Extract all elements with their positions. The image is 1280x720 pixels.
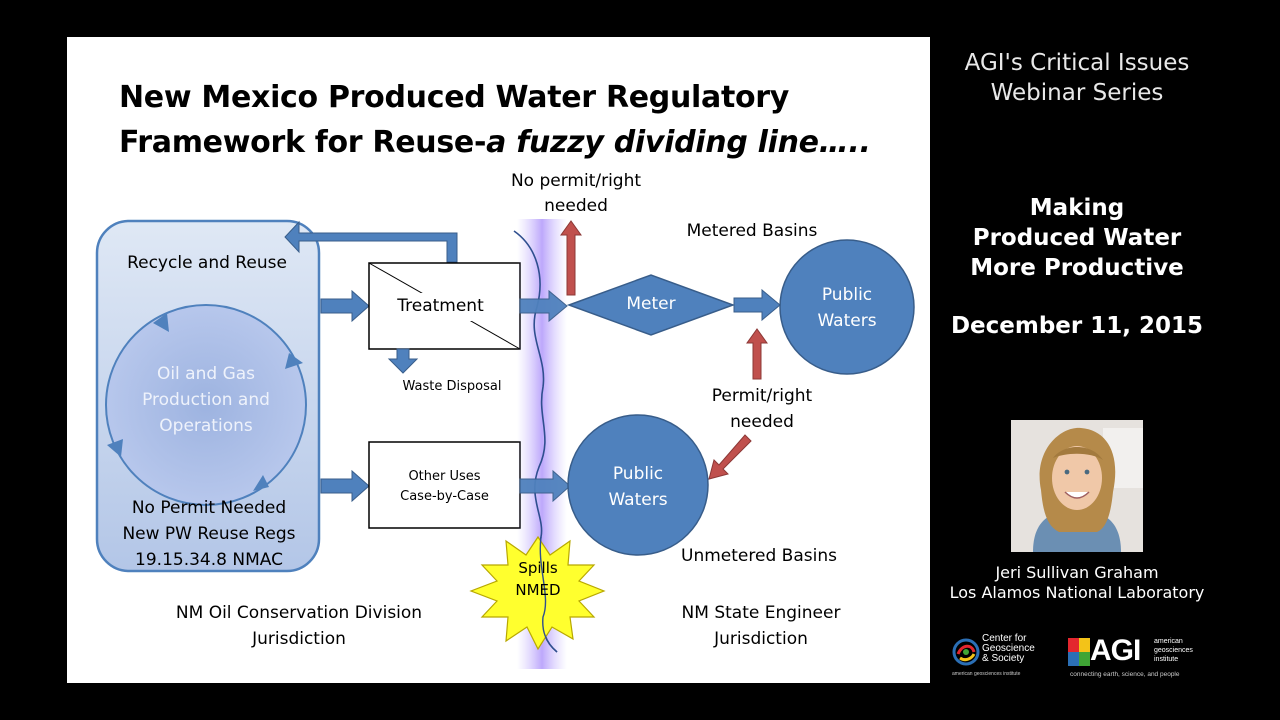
topic-line-3: More Productive <box>970 255 1184 281</box>
cycle-circle <box>105 304 307 506</box>
ccs-logo: Center for Geoscience & Society american… <box>952 634 1050 682</box>
public-waters-lower-line-1: Public <box>612 464 664 484</box>
permit-right-line-1: Permit/right <box>711 386 813 406</box>
public-waters-upper-line-1: Public <box>821 285 873 305</box>
agi-line-2: geosciences <box>1154 647 1193 654</box>
boundary-line-over-star <box>539 536 558 653</box>
ccs-logo-text: Center for Geoscience & Society <box>982 634 1035 664</box>
spills-label: Spills NMED <box>498 557 578 601</box>
red-arrow-no-permit <box>560 220 582 296</box>
presenter-info: Jeri Sullivan Graham Los Alamos National… <box>935 563 1219 603</box>
meter-diamond <box>566 274 736 336</box>
webinar-topic: Making Produced Water More Productive <box>945 193 1209 283</box>
webinar-date: December 11, 2015 <box>950 313 1204 339</box>
ose-line-1: NM State Engineer <box>681 603 841 623</box>
cycle-label-line-3: Operations <box>159 416 253 436</box>
ccs-line-1: Center for <box>982 633 1027 644</box>
diagram-canvas <box>95 219 915 669</box>
waste-disposal-label: Waste Disposal <box>402 379 502 394</box>
other-uses-line-2: Case-by-Case <box>400 489 489 504</box>
no-permit-line-2: New PW Reuse Regs <box>122 524 296 544</box>
topic-line-2: Produced Water <box>972 225 1182 251</box>
presenter-photo <box>1011 420 1143 552</box>
ose-jurisdiction-label: NM State Engineer Jurisdiction <box>659 600 863 652</box>
ccs-line-3: & Society <box>982 653 1025 664</box>
cycle-arrowhead-top <box>153 313 169 332</box>
cycle-arrowhead-bottom <box>253 475 269 491</box>
series-line-1: AGI's Critical Issues <box>964 50 1190 76</box>
presenter-name: Jeri Sullivan Graham <box>995 563 1159 582</box>
permit-right-line-2: needed <box>730 412 794 432</box>
treatment-label-bg <box>385 293 505 321</box>
return-arrow <box>284 220 458 263</box>
title-line-2-plain: Framework for Reuse- <box>119 125 487 160</box>
public-waters-upper-label: Public Waters <box>797 282 897 334</box>
arrow-to-public-waters-lower <box>519 469 571 503</box>
ose-line-2: Jurisdiction <box>714 629 808 649</box>
agi-logo-word: AGI <box>1090 634 1141 667</box>
agi-line-3: institute <box>1154 656 1179 663</box>
presenter-org: Los Alamos National Laboratory <box>949 583 1205 602</box>
treatment-label: Treatment <box>397 296 484 316</box>
unmetered-basins-label: Unmetered Basins <box>681 546 837 566</box>
slide: New Mexico Produced Water Regulatory Fra… <box>67 37 930 683</box>
agi-line-1: american <box>1154 638 1183 645</box>
cycle-label: Oil and Gas Production and Operations <box>117 361 295 439</box>
no-permit-right-line-1: No permit/right <box>510 171 642 191</box>
red-arrow-permit-up <box>746 328 768 380</box>
series-line-2: Webinar Series <box>990 80 1164 106</box>
ocd-line-1: NM Oil Conservation Division <box>175 603 423 623</box>
other-uses-line-1: Other Uses <box>408 469 481 484</box>
topic-line-1: Making <box>1029 195 1125 221</box>
spills-star <box>469 535 606 651</box>
no-permit-right-label: No permit/right needed <box>491 169 661 219</box>
title-line-2: Framework for Reuse-a fuzzy dividing lin… <box>119 120 871 165</box>
slide-title: New Mexico Produced Water Regulatory Fra… <box>119 75 871 165</box>
public-waters-lower <box>567 414 709 556</box>
recycle-reuse-label: Recycle and Reuse <box>127 253 287 273</box>
ccs-logo-mark <box>952 638 980 666</box>
arrow-to-other-uses <box>320 469 370 503</box>
spills-line-2: NMED <box>515 581 561 599</box>
no-permit-right-line-2: needed <box>544 196 608 216</box>
ccs-logo-sub: american geosciences institute <box>952 671 1021 677</box>
cycle-arrowhead-right <box>285 353 303 369</box>
other-uses-label: Other Uses Case-by-Case <box>369 467 520 507</box>
public-waters-upper-line-2: Waters <box>817 311 877 331</box>
title-line-2-italic: a fuzzy dividing line….. <box>486 125 871 160</box>
cycle-arrowhead-left <box>107 439 123 457</box>
cycle-label-line-2: Production and <box>142 390 270 410</box>
ocd-jurisdiction-label: NM Oil Conservation Division Jurisdictio… <box>149 600 449 652</box>
no-permit-line-3: 19.15.34.8 NMAC <box>135 550 283 570</box>
permit-right-label: Permit/right needed <box>687 383 837 435</box>
agi-logo-text: american geosciences institute <box>1154 637 1193 664</box>
metered-basins-label: Metered Basins <box>686 221 818 241</box>
meter-label: Meter <box>626 294 676 314</box>
red-arrow-permit-diagonal <box>708 434 752 480</box>
agi-logo-mark <box>1068 638 1090 666</box>
ocd-line-2: Jurisdiction <box>252 629 346 649</box>
waste-disposal-arrow <box>387 348 419 374</box>
no-permit-needed-label: No Permit Needed New PW Reuse Regs 19.15… <box>99 495 319 573</box>
presenter-portrait <box>1011 420 1143 552</box>
arrow-to-treatment <box>320 289 370 323</box>
agi-logo-sub: connecting earth, science, and people <box>1070 671 1180 678</box>
arrow-meter-to-public-waters <box>733 288 781 322</box>
agi-logo: AGI american geosciences institute conne… <box>1068 634 1208 682</box>
webinar-series-title: AGI's Critical Issues Webinar Series <box>945 48 1209 108</box>
ccs-line-2: Geoscience <box>982 643 1035 654</box>
public-waters-lower-label: Public Waters <box>588 461 688 513</box>
title-line-1: New Mexico Produced Water Regulatory <box>119 80 790 115</box>
public-waters-lower-line-2: Waters <box>608 490 668 510</box>
spills-line-1: Spills <box>518 559 558 577</box>
arrow-to-meter <box>519 289 568 323</box>
cycle-label-line-1: Oil and Gas <box>156 364 256 384</box>
no-permit-line-1: No Permit Needed <box>131 498 287 518</box>
public-waters-upper <box>779 239 915 375</box>
